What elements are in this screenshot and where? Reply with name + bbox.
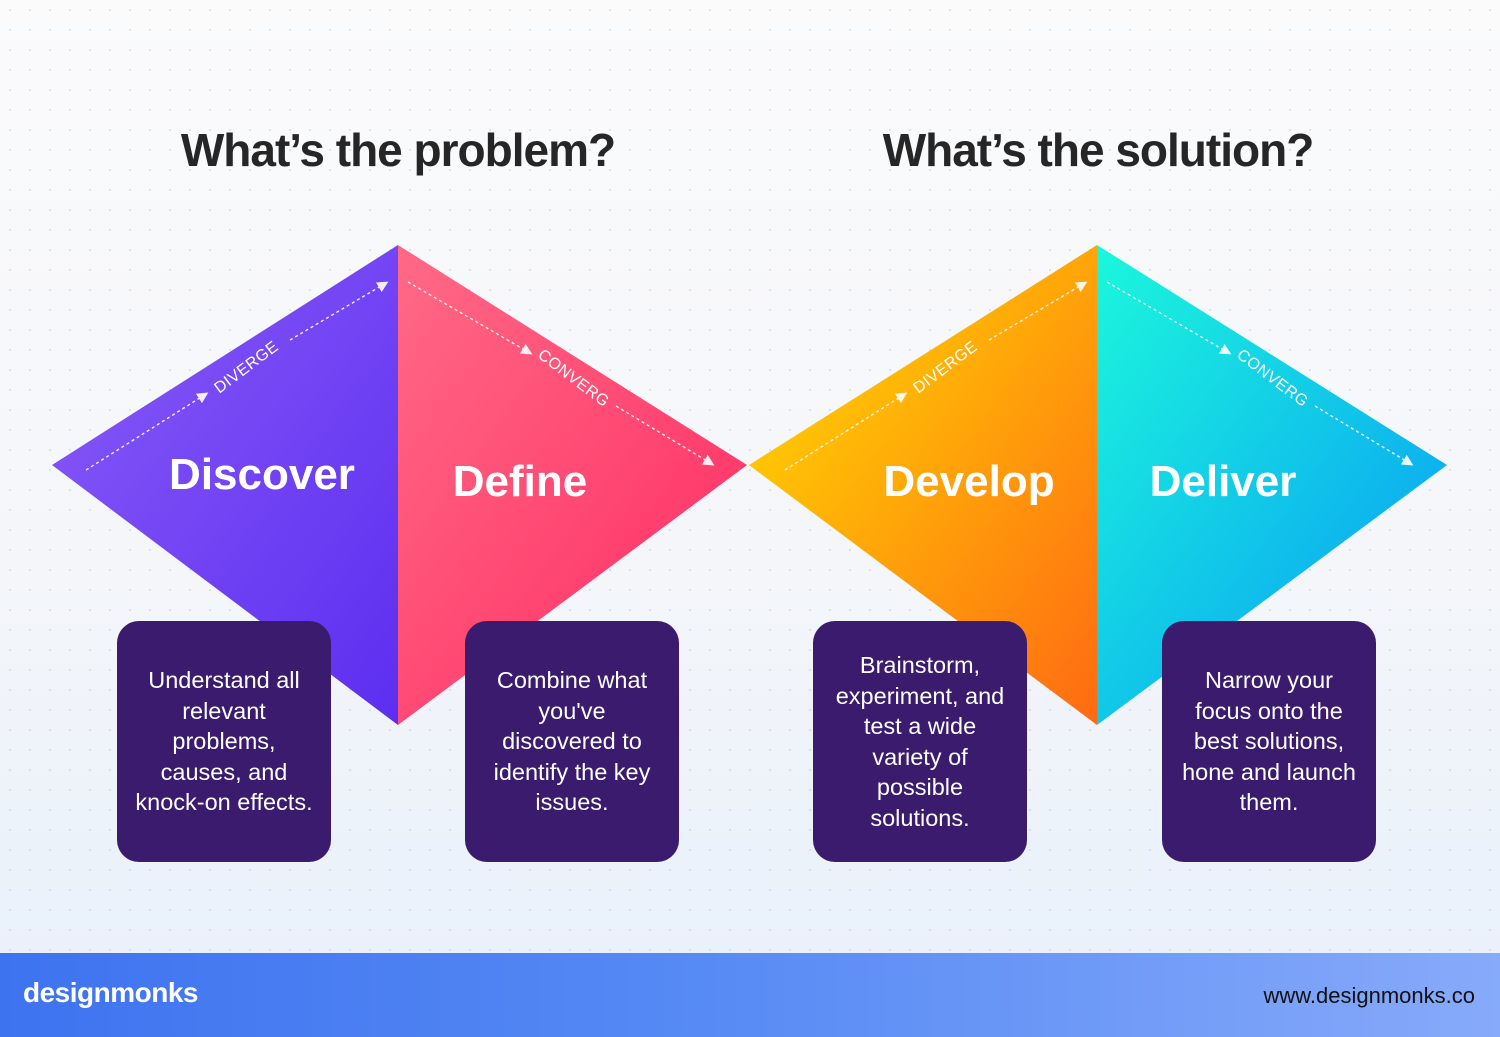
develop-description-card: Brainstorm, experiment, and test a wide … <box>813 621 1027 862</box>
footer-bar: designmonks www.designmonks.co <box>0 953 1500 1037</box>
define-description: Combine what you've discovered to identi… <box>493 667 651 816</box>
diverge-arrow-3b <box>988 281 1088 341</box>
discover-description: Understand all relevant problems, causes… <box>135 667 313 816</box>
discover-title: Discover <box>169 450 355 499</box>
develop-description: Brainstorm, experiment, and test a wide … <box>835 652 1005 831</box>
deliver-title: Deliver <box>1149 457 1297 506</box>
discover-triangle <box>52 245 398 725</box>
deliver-description-card: Narrow your focus onto the best solution… <box>1162 621 1376 862</box>
deliver-triangle <box>1097 245 1447 725</box>
define-triangle <box>398 245 747 725</box>
develop-title: Develop <box>883 457 1055 506</box>
brand-logo: designmonks <box>23 977 198 1008</box>
deliver-description: Narrow your focus onto the best solution… <box>1182 667 1356 816</box>
define-description-card: Combine what you've discovered to identi… <box>465 621 679 862</box>
converge-arrow-2b <box>615 405 715 466</box>
problem-heading: What’s the problem? <box>180 124 616 176</box>
converge-arrow-4b <box>1314 405 1414 466</box>
define-title: Define <box>452 457 588 506</box>
website-link[interactable]: www.designmonks.co <box>1263 983 1475 1008</box>
diverge-arrow-1b <box>289 281 389 341</box>
develop-triangle <box>749 245 1097 725</box>
solution-heading: What’s the solution? <box>882 124 1315 176</box>
discover-description-card: Understand all relevant problems, causes… <box>117 621 331 862</box>
